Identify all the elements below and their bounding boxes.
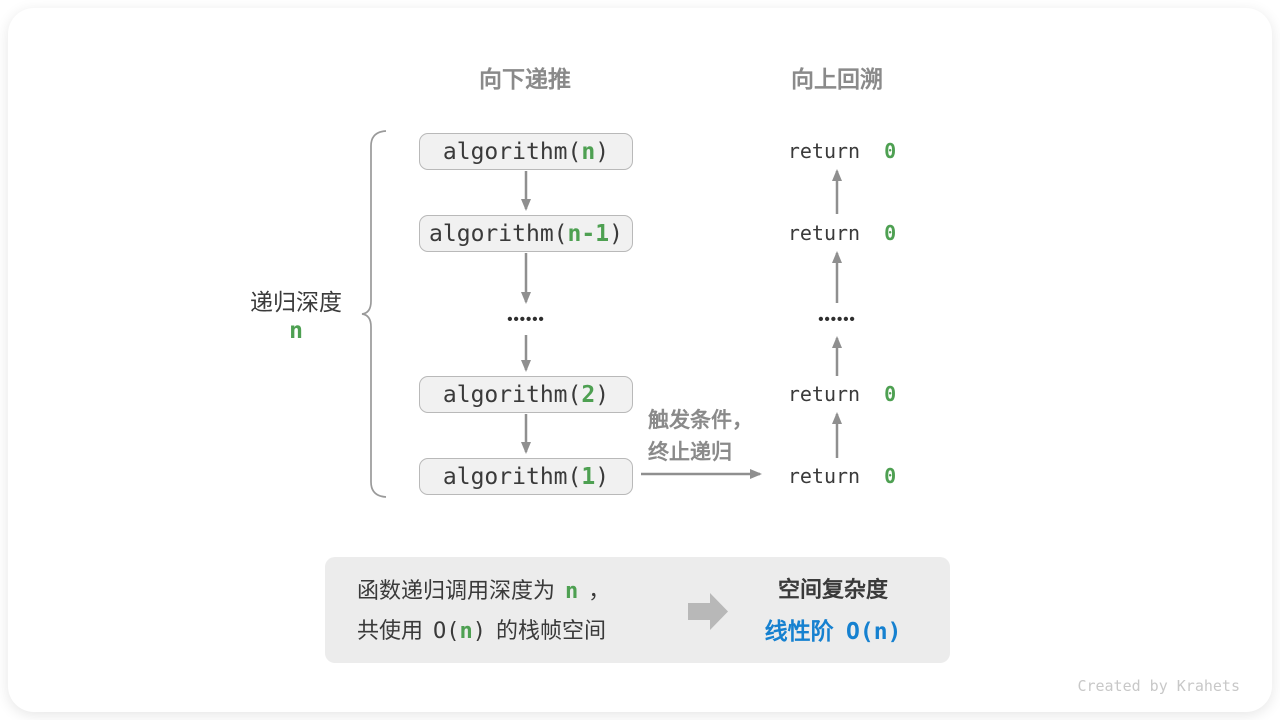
call-text: ) [595, 463, 610, 490]
call-text: ) [595, 381, 610, 408]
complexity-order: 线性阶 [764, 618, 834, 644]
complexity-notation: O(n) [846, 619, 902, 645]
return-value: 0 [884, 464, 897, 488]
summary-left-line2: 共使用 O(n) 的栈帧空间 [357, 613, 606, 645]
return-keyword: return [787, 139, 861, 163]
recursion-ellipsis: •••••• [507, 311, 545, 328]
call-text: algorithm( [442, 463, 582, 490]
summary-var: n [565, 579, 579, 604]
space-complexity-result: 线性阶 O(n) [683, 612, 983, 646]
call-text: ) [609, 220, 623, 247]
call-box-algorithm-2: algorithm(2) [419, 376, 633, 413]
footer-credit: Created by Krahets [1077, 677, 1240, 695]
return-row-1: return 0 [762, 138, 922, 164]
termination-note-line2: 终止递归 [648, 441, 732, 464]
return-value: 0 [884, 221, 897, 245]
header-upward-backtrack: 向上回溯 [791, 66, 883, 92]
termination-note-line1: 触发条件， [648, 409, 753, 432]
call-box-algorithm-n-1: algorithm(n-1) [419, 215, 633, 252]
return-value: 0 [884, 382, 897, 406]
call-arg: n-1 [567, 220, 610, 247]
call-text: ) [595, 138, 610, 165]
return-value: 0 [884, 139, 897, 163]
return-row-2: return 0 [762, 220, 922, 246]
return-row-4: return 0 [762, 463, 922, 489]
header-downward-recursion: 向下递推 [479, 66, 571, 92]
summary-text: 函数递归调用深度为 [357, 578, 556, 603]
summary-text: ， [588, 578, 611, 603]
call-text: algorithm( [429, 220, 568, 247]
space-complexity-title: 空间复杂度 [777, 577, 888, 602]
call-arg: n [581, 138, 596, 165]
summary-var: n [459, 619, 473, 644]
call-text: algorithm( [442, 138, 582, 165]
call-arg: 1 [581, 463, 596, 490]
return-keyword: return [787, 382, 861, 406]
backtrack-ellipsis: •••••• [818, 311, 856, 328]
call-box-algorithm-n: algorithm(n) [419, 133, 633, 170]
call-box-algorithm-1: algorithm(1) [419, 458, 633, 495]
summary-left-line1: 函数递归调用深度为 n ， [357, 573, 610, 605]
big-o-close: ) [472, 619, 487, 644]
depth-label: 递归深度 [250, 289, 342, 315]
return-keyword: return [787, 221, 861, 245]
depth-variable: n [289, 318, 303, 344]
summary-text: 共使用 [357, 618, 424, 643]
summary-text: 的栈帧空间 [496, 618, 607, 643]
call-text: algorithm( [442, 381, 582, 408]
return-keyword: return [787, 464, 861, 488]
big-o-open: O( [433, 619, 460, 644]
return-row-3: return 0 [762, 381, 922, 407]
call-arg: 2 [581, 381, 596, 408]
